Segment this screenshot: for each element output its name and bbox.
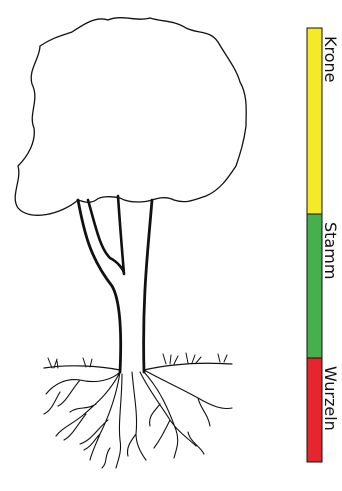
tree-trunk-left: [78, 200, 121, 372]
tree-trunk-right: [144, 200, 152, 372]
tree-crown: [15, 18, 246, 216]
legend-label-stamm: Stamm: [321, 222, 340, 279]
tree-branch-inner: [88, 196, 124, 274]
legend-segment-wurzeln: [307, 358, 322, 462]
tree-roots: [44, 370, 232, 468]
legend-label-krone: Krone: [321, 36, 340, 83]
legend-label-wurzeln: Wurzeln: [321, 366, 340, 431]
tree-illustration: [15, 18, 246, 468]
legend-segment-krone: [307, 28, 322, 214]
legend-segment-stamm: [307, 214, 322, 358]
legend-bar: Krone Stamm Wurzeln: [307, 28, 340, 462]
ground-line: [44, 363, 232, 370]
